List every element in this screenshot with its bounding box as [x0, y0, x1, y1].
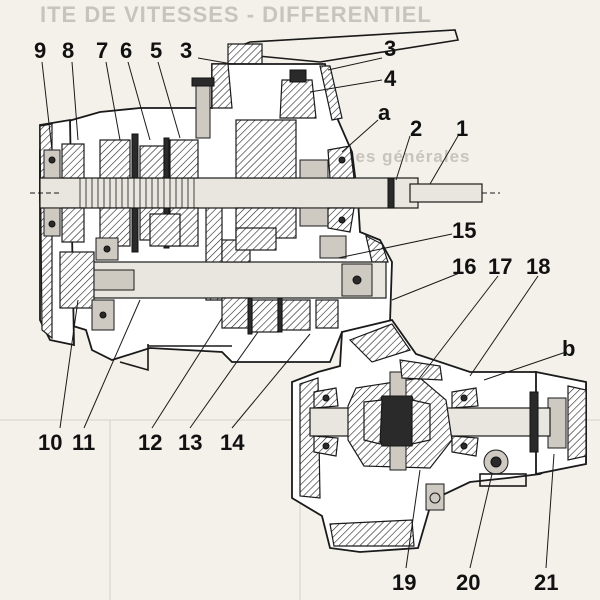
callout-4: 4: [384, 66, 397, 91]
callout-20: 20: [456, 570, 480, 595]
callout-12: 12: [138, 430, 162, 455]
callout-14: 14: [220, 430, 245, 455]
callout-3-right: 3: [384, 36, 396, 61]
differential-housing: [291, 318, 587, 553]
callout-11: 11: [72, 430, 95, 455]
callout-15: 15: [452, 218, 476, 243]
callout-18: 18: [526, 254, 550, 279]
callout-10: 10: [38, 430, 62, 455]
callout-a: a: [378, 100, 391, 125]
callout-13: 13: [178, 430, 202, 455]
callout-6: 6: [120, 38, 132, 63]
callout-b: b: [562, 336, 575, 361]
callout-2: 2: [410, 116, 422, 141]
callout-19: 19: [392, 570, 416, 595]
callout-7: 7: [96, 38, 108, 63]
callout-21: 21: [534, 570, 558, 595]
callout-labels: 9 8 7 6 5 3 3 4 a 2 1 15 16 17 18 b 10 1…: [34, 36, 575, 595]
callout-16: 16: [452, 254, 476, 279]
callout-5: 5: [150, 38, 162, 63]
page-header: ITE DE VITESSES - DIFFERENTIEL: [40, 2, 432, 27]
callout-3-left: 3: [180, 38, 192, 63]
leader-lines: [41, 57, 567, 569]
callout-17: 17: [488, 254, 512, 279]
secondary-shaft-assembly: [59, 213, 387, 335]
callout-9: 9: [34, 38, 46, 63]
callout-1: 1: [456, 116, 468, 141]
callout-8: 8: [62, 38, 74, 63]
